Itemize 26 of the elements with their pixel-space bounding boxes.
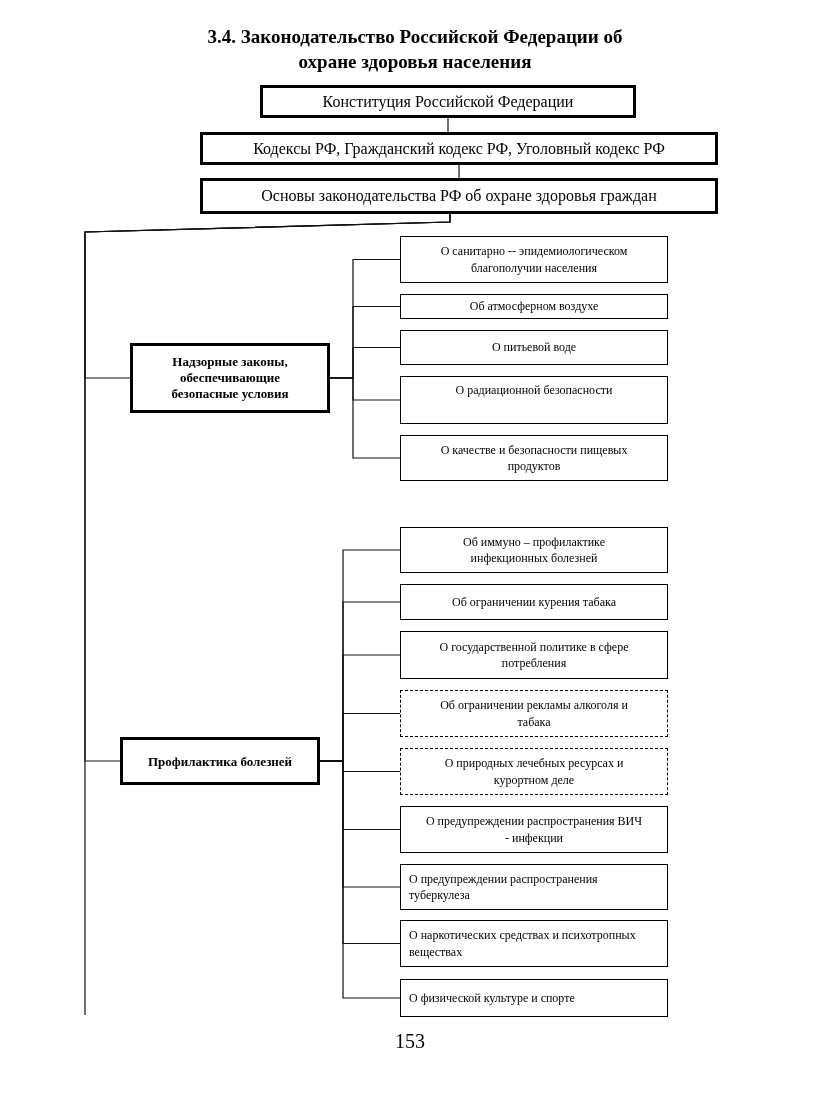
category-box: Кодексы РФ, Гражданский кодекс РФ, Уголовный кодекс РФ <box>200 132 718 165</box>
law-box: Об атмосферном воздухе <box>400 294 668 319</box>
page-number: 153 <box>394 1029 426 1054</box>
category-box: Основы законодательства РФ об охране здоровья граждан <box>200 178 718 214</box>
connector-line <box>319 760 401 999</box>
connector-line <box>84 213 451 1016</box>
law-box: О государственной политике в сфере потребления <box>400 631 668 679</box>
law-box: О предупреждении распространения ВИЧ - инфекции <box>400 806 668 853</box>
connector-line <box>447 117 449 133</box>
law-box: Об ограничении рекламы алкоголя и табака <box>400 690 668 737</box>
law-box: О питьевой воде <box>400 330 668 365</box>
law-box: О наркотических средствах и психотропных веществах <box>400 920 668 967</box>
title: 3.4. Законодательство Российской Федерации об охране здоровья населения <box>206 25 624 74</box>
law-box: Об иммуно – профилактике инфекционных болезней <box>400 527 668 573</box>
law-box: О санитарно -- эпидемиологическом благополучии населения <box>400 236 668 283</box>
law-box: Об ограничении курения табака <box>400 584 668 620</box>
law-box: О природных лечебных ресурсах и курортном деле <box>400 748 668 795</box>
law-box: О радиационной безопасности <box>400 376 668 424</box>
category-box: Надзорные законы, обеспечивающие безопасные условия <box>130 343 330 413</box>
law-box: О физической культуре и спорте <box>400 979 668 1017</box>
connector-line <box>458 164 460 179</box>
category-box: Профилактика болезней <box>120 737 320 785</box>
category-box: Конституция Российской Федерации <box>260 85 636 118</box>
connector-line <box>329 377 401 459</box>
law-box: О качестве и безопасности пищевых продуктов <box>400 435 668 481</box>
law-box: О предупреждении распространения туберкулеза <box>400 864 668 910</box>
